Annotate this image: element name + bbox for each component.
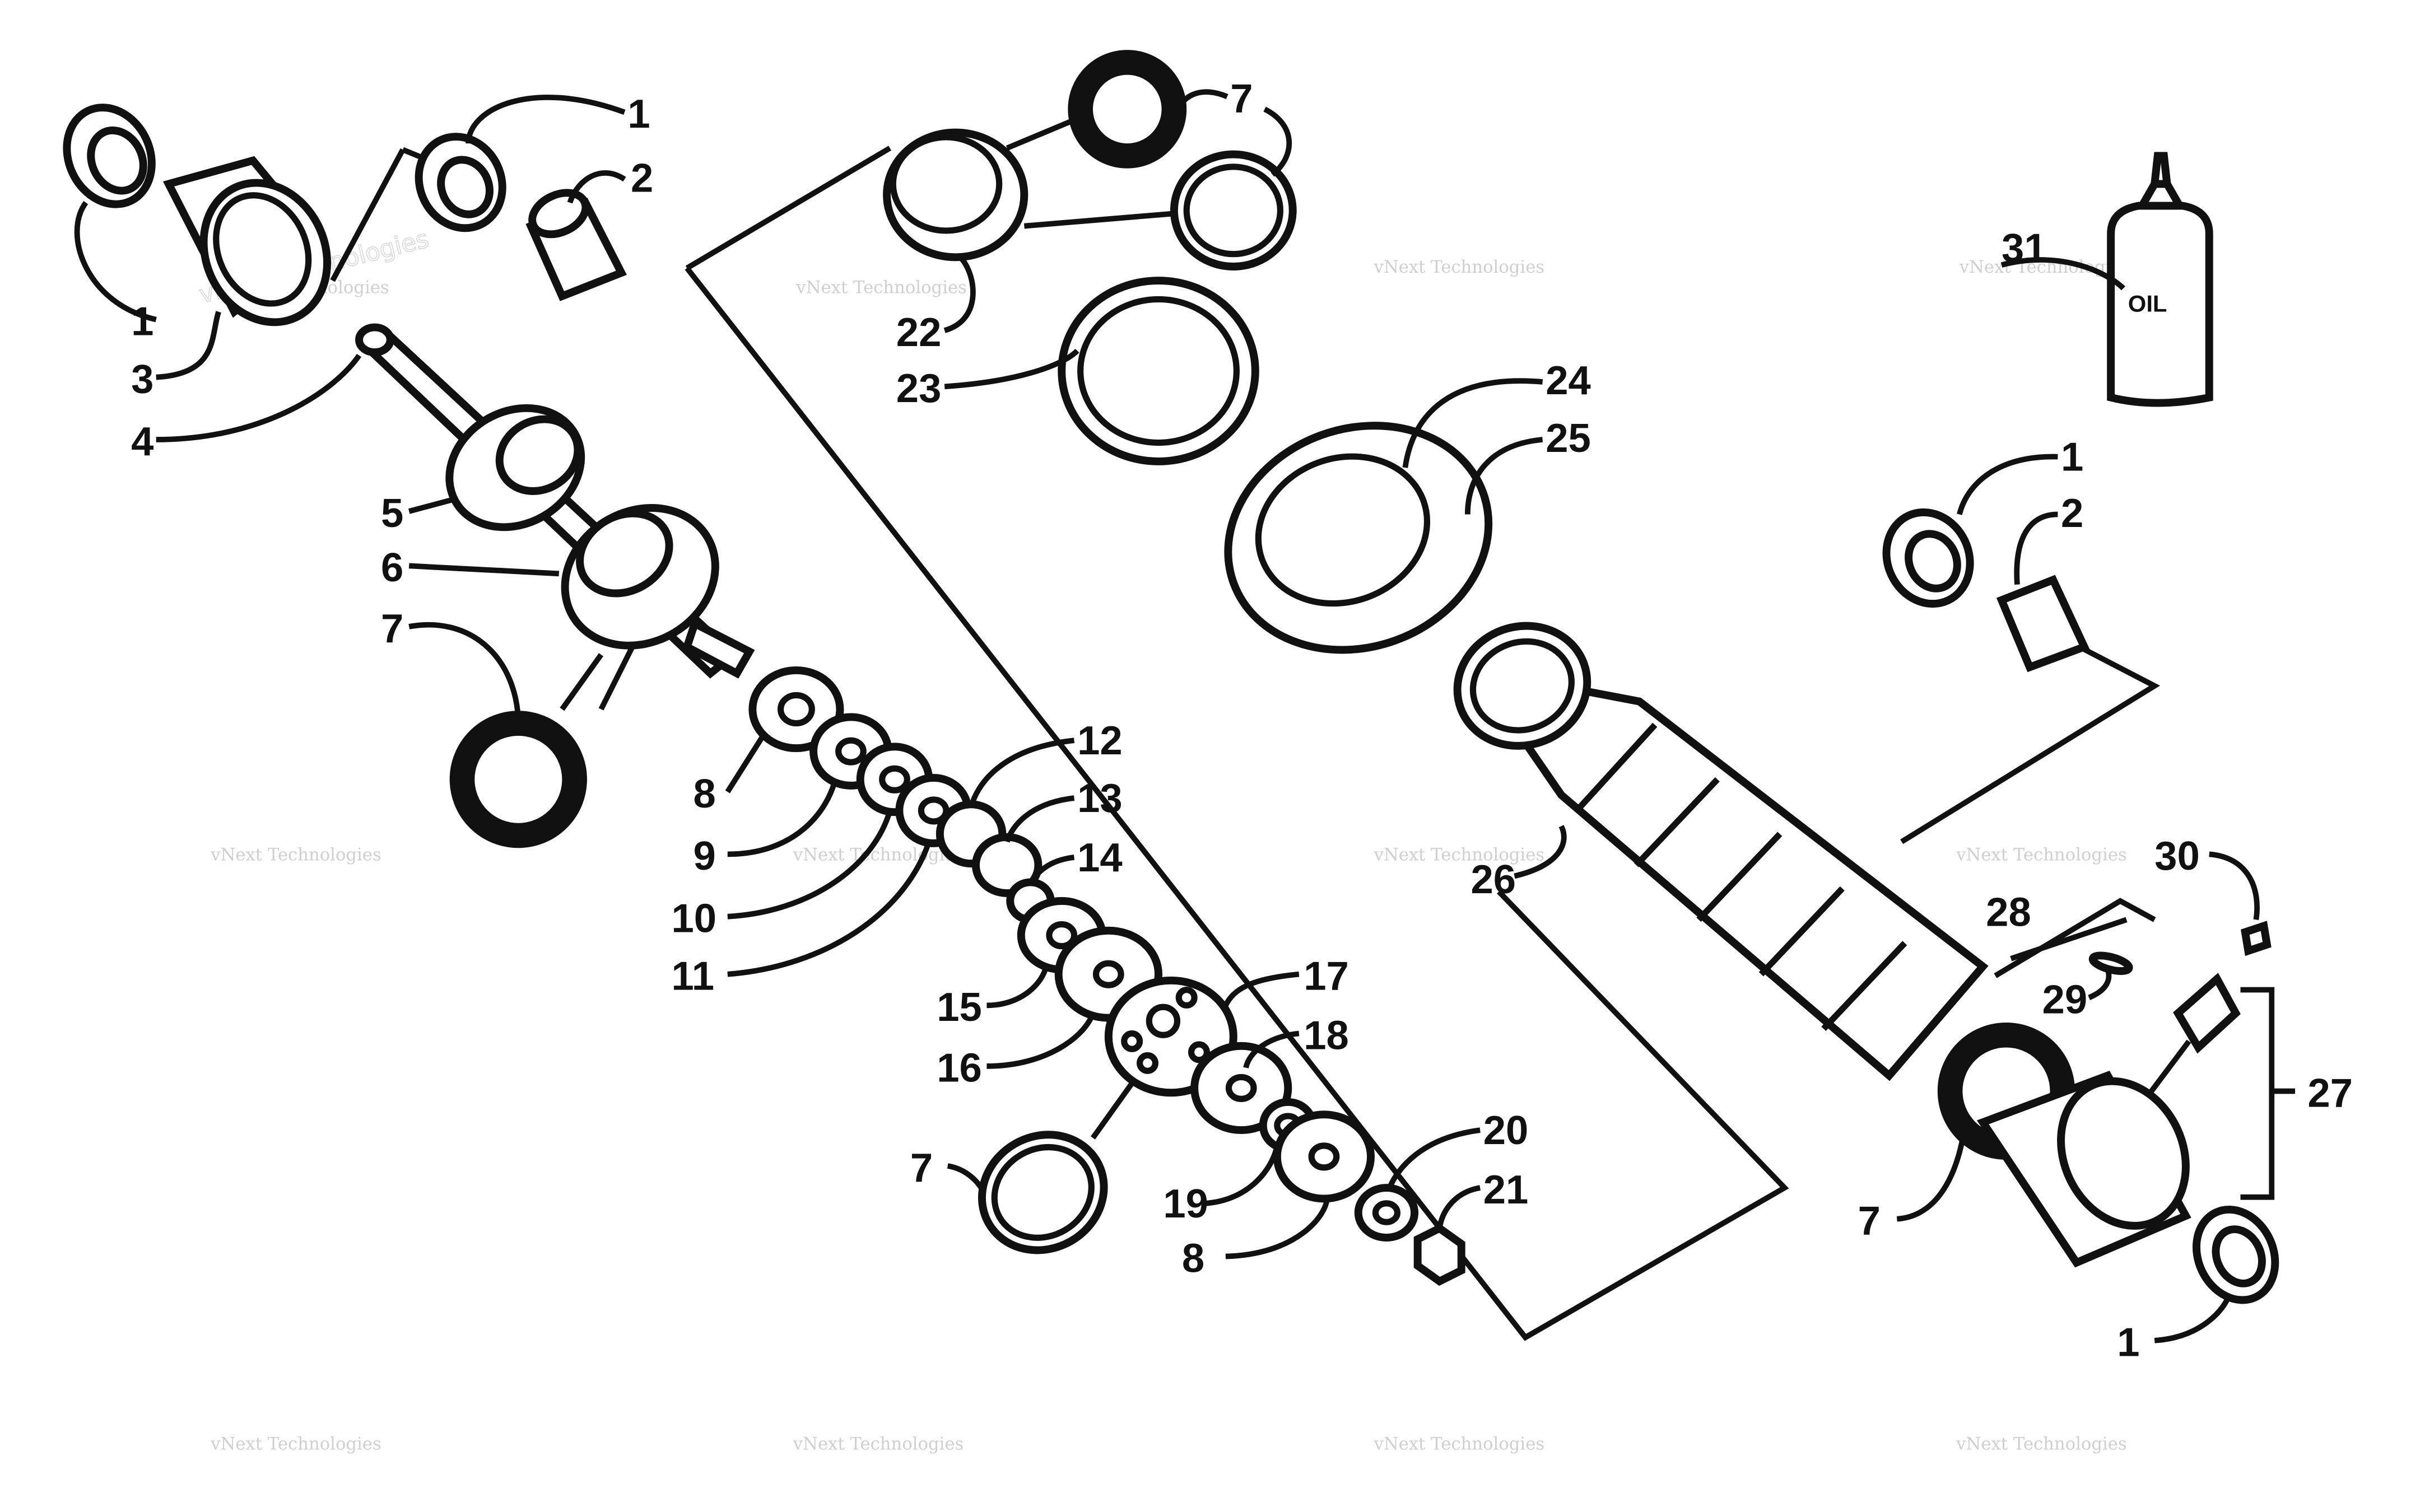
callout-6: 6 bbox=[381, 545, 403, 590]
bearing-sleeve-23 bbox=[1058, 277, 1259, 465]
oil-bottle-31 bbox=[2107, 152, 2213, 407]
shim-stack-lower bbox=[1190, 1042, 1419, 1242]
callout-12: 12 bbox=[1077, 718, 1123, 763]
callout-18: 18 bbox=[1304, 1012, 1349, 1058]
callout-10: 10 bbox=[671, 896, 716, 941]
callout-13: 13 bbox=[1077, 776, 1123, 821]
bushing-2 bbox=[525, 189, 627, 301]
callout-25: 25 bbox=[1546, 416, 1591, 461]
seal-1-right bbox=[1882, 508, 1974, 608]
seal-left-top bbox=[63, 104, 156, 208]
callout-11: 11 bbox=[671, 954, 714, 999]
callout-1: 1 bbox=[2061, 435, 2083, 480]
spring-nut-24 bbox=[1224, 422, 1493, 654]
screw-30 bbox=[2240, 921, 2272, 956]
o-ring-7-top bbox=[1068, 50, 1187, 169]
watermark-text: vNext Technologies bbox=[795, 278, 966, 297]
bushing-sleeve-3 bbox=[162, 156, 331, 326]
watermark-text: vNext Technologies bbox=[210, 846, 381, 865]
callout-4: 4 bbox=[131, 419, 153, 464]
shim-stack bbox=[748, 666, 1162, 1022]
valve-27 bbox=[2173, 973, 2241, 1054]
band-7-lower bbox=[978, 1131, 1108, 1254]
bumper-5 bbox=[445, 404, 585, 531]
callout-24: 24 bbox=[1546, 358, 1591, 403]
callout-31: 31 bbox=[2002, 226, 2047, 271]
callout-1: 1 bbox=[627, 91, 650, 137]
callout-19: 19 bbox=[1163, 1181, 1208, 1226]
callout-27: 27 bbox=[2307, 1070, 2353, 1116]
cap-22 bbox=[883, 128, 1028, 262]
callout-9: 9 bbox=[693, 833, 715, 879]
callout-26: 26 bbox=[1470, 857, 1516, 902]
callout-labels: 1 2 1 3 4 5 6 7 7 22 23 24 25 31 1 2 8 bbox=[74, 76, 2353, 1365]
callout-8: 8 bbox=[693, 771, 715, 816]
reservoir-end-27 bbox=[1976, 1070, 2191, 1268]
callout-7: 7 bbox=[381, 606, 403, 651]
callout-30: 30 bbox=[2154, 833, 2200, 879]
watermarks: vNext Technologies vNext Technologies vN… bbox=[196, 225, 2130, 1454]
watermark-text: vNext Technologies bbox=[1374, 1435, 1544, 1454]
shaft-eye-6 bbox=[561, 504, 755, 679]
watermark-text: vNext Technologies bbox=[1374, 846, 1544, 865]
callout-3: 3 bbox=[131, 356, 153, 402]
callout-17: 17 bbox=[1304, 954, 1349, 999]
callout-23: 23 bbox=[896, 366, 942, 411]
seal-small-1 bbox=[415, 133, 506, 232]
callout-15: 15 bbox=[937, 984, 982, 1030]
o-ring-7-left bbox=[449, 711, 587, 848]
band-7-top bbox=[1170, 150, 1297, 270]
callout-2: 2 bbox=[2061, 491, 2083, 536]
bushing-2-right bbox=[1996, 575, 2090, 673]
callout-2: 2 bbox=[631, 155, 653, 200]
callout-28: 28 bbox=[1986, 889, 2031, 935]
callout-7: 7 bbox=[1858, 1198, 1881, 1244]
assembly-bracket-lines bbox=[330, 117, 2296, 1341]
watermark-text: vNext Technologies bbox=[1956, 846, 2126, 865]
watermark-text: vNext Technologies bbox=[793, 1435, 964, 1454]
watermark-text: vNext Technologies bbox=[793, 846, 964, 865]
callout-21: 21 bbox=[1483, 1167, 1529, 1212]
nut-21 bbox=[1413, 1224, 1465, 1286]
callout-14: 14 bbox=[1077, 835, 1123, 880]
shock-body-26 bbox=[1453, 622, 1989, 1081]
callout-8: 8 bbox=[1182, 1235, 1204, 1281]
seal-1-bottom-right bbox=[2192, 1205, 2279, 1304]
callout-1: 1 bbox=[131, 298, 153, 344]
watermark-text: vNext Technologies bbox=[1374, 258, 1544, 277]
callout-20: 20 bbox=[1483, 1108, 1529, 1153]
callout-16: 16 bbox=[937, 1046, 982, 1091]
callout-1: 1 bbox=[2117, 1320, 2139, 1365]
callout-5: 5 bbox=[381, 491, 403, 536]
oil-label: OIL bbox=[2128, 291, 2167, 317]
watermark-text: vNext Technologies bbox=[210, 1435, 381, 1454]
callout-7: 7 bbox=[910, 1145, 933, 1191]
callout-7: 7 bbox=[1230, 76, 1253, 121]
watermark-text: vNext Technologies bbox=[1956, 1435, 2126, 1454]
callout-22: 22 bbox=[896, 310, 942, 355]
callout-29: 29 bbox=[2042, 977, 2088, 1022]
